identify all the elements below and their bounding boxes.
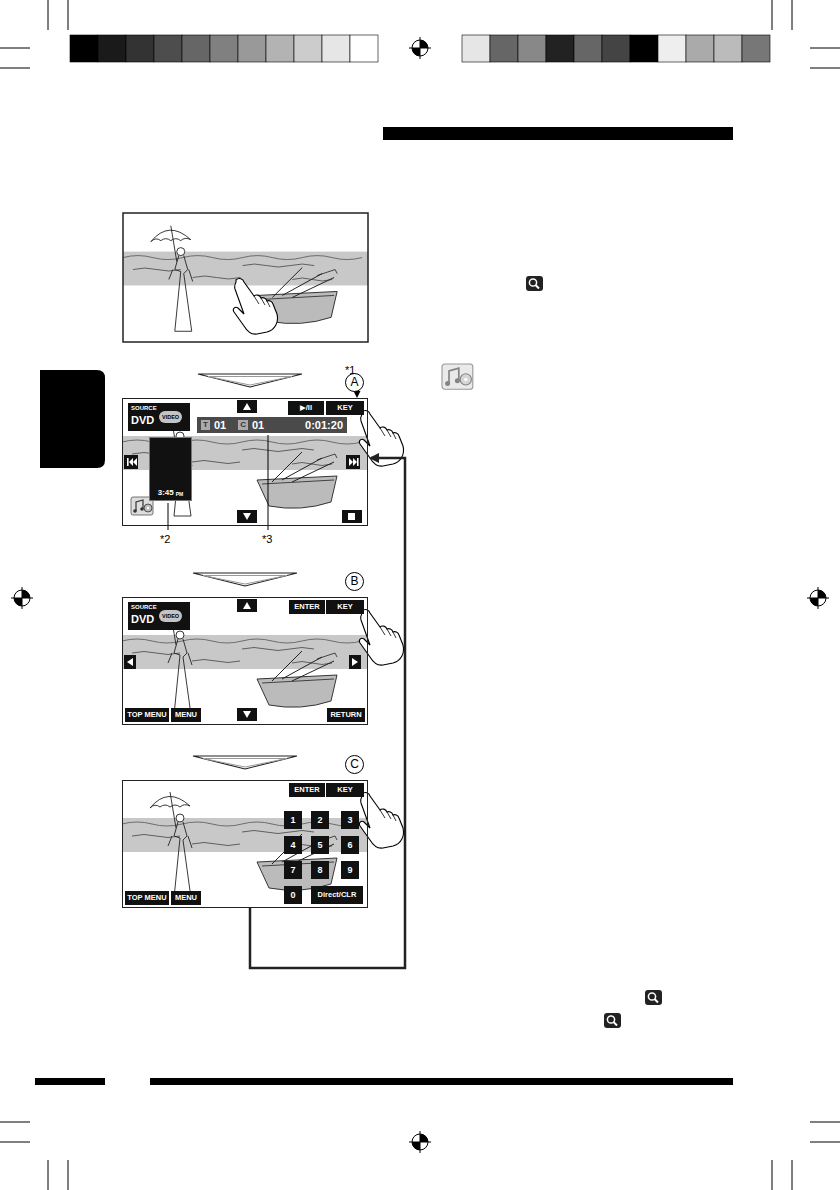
node-text: ENTER xyxy=(294,602,319,612)
touch-button: KEY xyxy=(326,401,364,415)
flow-arrow xyxy=(193,526,297,586)
node-text: 4 xyxy=(290,840,295,850)
node-text: 5 xyxy=(317,840,322,850)
number-key: 5 xyxy=(311,836,329,854)
node-text: 01 xyxy=(252,418,264,432)
node-text: 7 xyxy=(290,865,295,875)
flow-arrow xyxy=(193,725,297,769)
source-button: SOURCE DVD VIDEO xyxy=(128,602,190,630)
node-text: DVD xyxy=(131,414,154,426)
node-text: MENU xyxy=(175,893,197,903)
touch-button: KEY xyxy=(326,783,364,797)
node-text: SOURCE xyxy=(131,604,157,610)
touch-button: TOP MENU xyxy=(125,708,169,722)
node-text: KEY xyxy=(337,403,352,413)
node-text: VIDEO xyxy=(159,411,182,423)
touch-button: TOP MENU xyxy=(125,891,169,905)
touch-button: MENU xyxy=(171,708,201,722)
node-text: B xyxy=(345,572,364,591)
touch-button: ENTER xyxy=(289,600,325,614)
node-text: 3:45 xyxy=(158,488,174,497)
number-key: 6 xyxy=(341,836,359,854)
node-text: 8 xyxy=(317,865,322,875)
number-key: 8 xyxy=(311,861,329,879)
node-text: Direct/CLR xyxy=(318,890,357,900)
node-text: 0 xyxy=(290,890,295,900)
node-text: T xyxy=(201,420,210,430)
touch-button: MENU xyxy=(171,891,201,905)
node-text: C xyxy=(345,755,364,774)
source-button: SOURCE DVD VIDEO xyxy=(128,403,190,431)
node-text: TOP MENU xyxy=(127,710,166,720)
screen-panel: ASOURCEDVDVIDEO▶/IIKEYT01C010:01:203:45P… xyxy=(122,398,368,526)
node-text: PM xyxy=(176,491,184,497)
number-key: 3 xyxy=(341,811,359,829)
node-text: RETURN xyxy=(330,710,361,720)
screen-panel: CENTERKEY1234567890Direct/CLRTOP MENUMEN… xyxy=(122,780,368,908)
node-text: 0:01:20 xyxy=(305,418,343,432)
touch-button: Direct/CLR xyxy=(311,886,363,904)
node-text: KEY xyxy=(337,785,352,795)
node-text: DVD xyxy=(131,613,154,625)
callout-number: *3 xyxy=(262,533,272,545)
node-text: VIDEO xyxy=(159,610,182,622)
callout-number: *2 xyxy=(160,533,170,545)
clock-box: 3:45PM xyxy=(149,437,192,501)
node-text: MENU xyxy=(175,710,197,720)
number-key: 1 xyxy=(284,811,302,829)
node-text: C xyxy=(238,420,248,430)
node-text: 9 xyxy=(347,865,352,875)
node-text: SOURCE xyxy=(131,405,157,411)
touch-button: RETURN xyxy=(327,708,365,722)
screen-panel: BSOURCEDVDVIDEOENTERKEYTOP MENUMENURETUR… xyxy=(122,597,368,725)
number-key: 0 xyxy=(284,886,302,904)
node-text: TOP MENU xyxy=(127,893,166,903)
flow-arrow xyxy=(250,458,405,968)
node-text: 2 xyxy=(317,815,322,825)
touch-button: ▶/II xyxy=(288,401,324,415)
node-text: 1 xyxy=(290,815,295,825)
node-text: 01 xyxy=(214,418,226,432)
time-bar: T 01 C 01 0:01:20 xyxy=(197,417,347,433)
node-text: ENTER xyxy=(294,785,319,795)
callout-number: *1 xyxy=(345,364,355,376)
number-key: 7 xyxy=(284,861,302,879)
number-key: 2 xyxy=(311,811,329,829)
node-text: KEY xyxy=(337,602,352,612)
touch-button: KEY xyxy=(326,600,364,614)
node-text: 6 xyxy=(347,840,352,850)
node-text: 3 xyxy=(347,815,352,825)
touch-button: ENTER xyxy=(289,783,325,797)
number-key: 4 xyxy=(284,836,302,854)
number-key: 9 xyxy=(341,861,359,879)
node-text: ▶/II xyxy=(300,403,312,413)
